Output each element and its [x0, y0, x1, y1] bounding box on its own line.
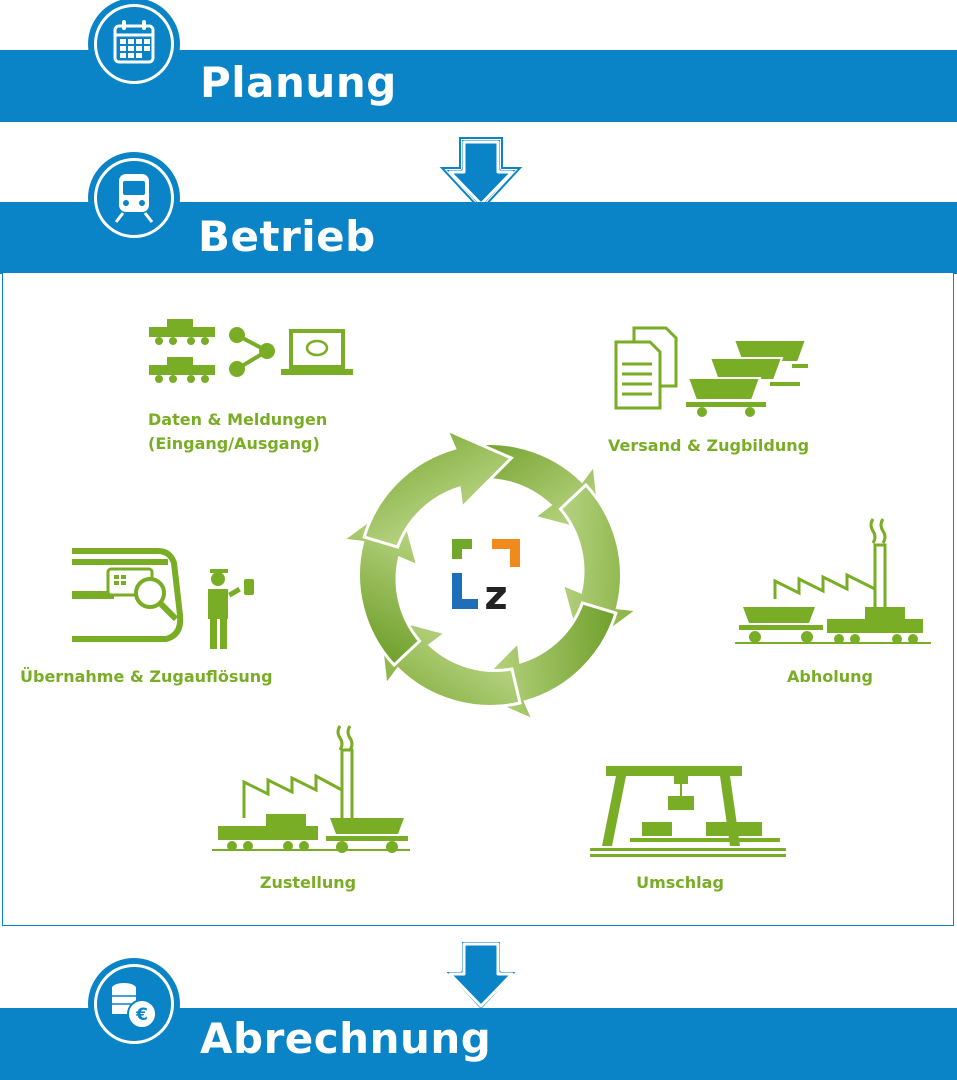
step-label-transshipment: Umschlag [636, 873, 724, 892]
company-logo: z [452, 539, 520, 615]
documents-wagons-icon [614, 326, 808, 417]
billing-title: Abrechnung [200, 1014, 492, 1063]
step-label-data: Daten & Meldungen (Eingang/Ausgang) [148, 410, 328, 453]
operation-title: Betrieb [198, 212, 376, 261]
arrow-down-icon [439, 136, 523, 212]
train-icon [114, 174, 154, 223]
cycle-arrows-diagram [338, 427, 642, 723]
arrow-down-icon [440, 938, 522, 1014]
factory-delivery-icon [212, 725, 410, 853]
planning-title: Planung [200, 58, 397, 107]
inspector-tablet-icon [72, 548, 254, 649]
operation-badge [88, 152, 180, 244]
billing-badge: € [88, 958, 180, 1050]
logo-letter: z [484, 573, 507, 615]
coins-euro-icon: € [112, 983, 157, 1029]
calendar-icon [113, 20, 155, 64]
step-label-pickup: Abholung [787, 667, 873, 686]
factory-locomotive-icon [735, 518, 931, 644]
locomotive-share-laptop-icon [149, 319, 353, 383]
svg-text:€: € [135, 1005, 148, 1025]
gantry-crane-icon [590, 766, 786, 857]
step-label-delivery: Zustellung [259, 873, 357, 892]
step-label-dispatch: Versand & Zugbildung [608, 436, 810, 455]
planning-badge [88, 0, 180, 90]
step-label-takeover: Übernahme & Zugauflösung [20, 667, 273, 686]
